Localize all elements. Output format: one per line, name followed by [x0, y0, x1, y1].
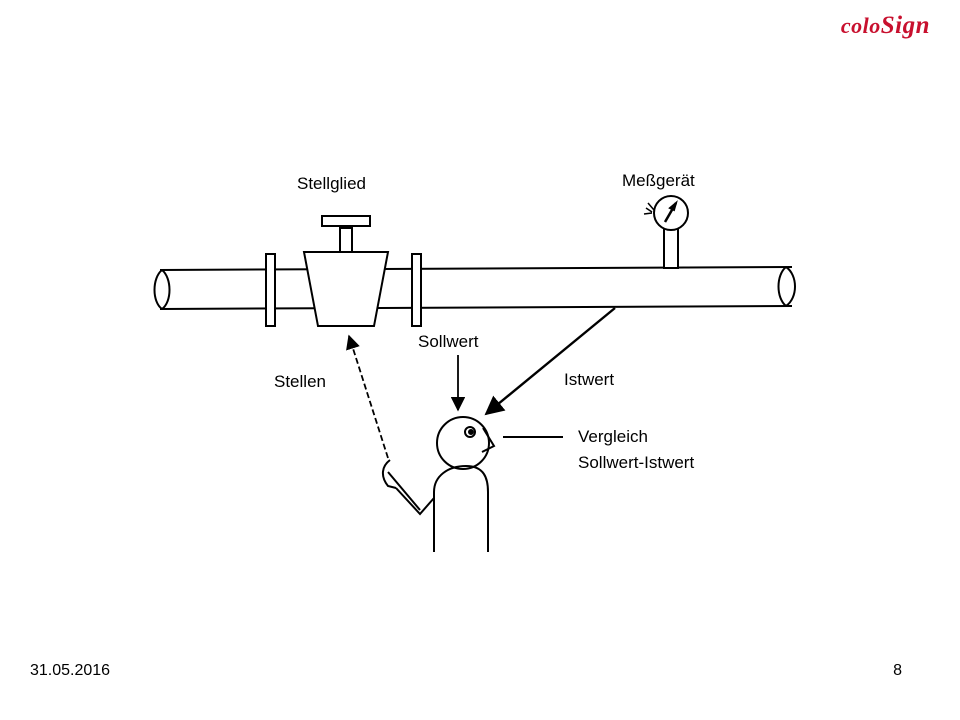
diagram-area — [147, 163, 817, 553]
colosign-logo: coloSign — [841, 12, 930, 40]
label-compare-line2: Sollwert-Istwert — [578, 453, 694, 472]
logo-suffix: Sign — [880, 12, 930, 39]
label-meter: Meßgerät — [622, 171, 695, 190]
logo-prefix: colo — [840, 13, 881, 38]
pressure-gauge — [643, 195, 689, 269]
operator-figure — [382, 416, 496, 552]
left-flange — [265, 253, 276, 327]
valve — [302, 215, 390, 327]
actual-value-arrow — [484, 307, 616, 416]
label-compare-line1: Vergleich — [578, 427, 648, 446]
slide-number: 8 — [893, 662, 902, 679]
right-flange — [411, 253, 422, 327]
label-actuator: Stellglied — [297, 174, 366, 193]
slide-date: 31.05.2016 — [30, 662, 111, 679]
label-actual: Istwert — [564, 370, 614, 389]
label-adjust: Stellen — [274, 372, 326, 391]
label-setpoint: Sollwert — [418, 332, 479, 351]
adjust-arrow — [346, 334, 389, 459]
